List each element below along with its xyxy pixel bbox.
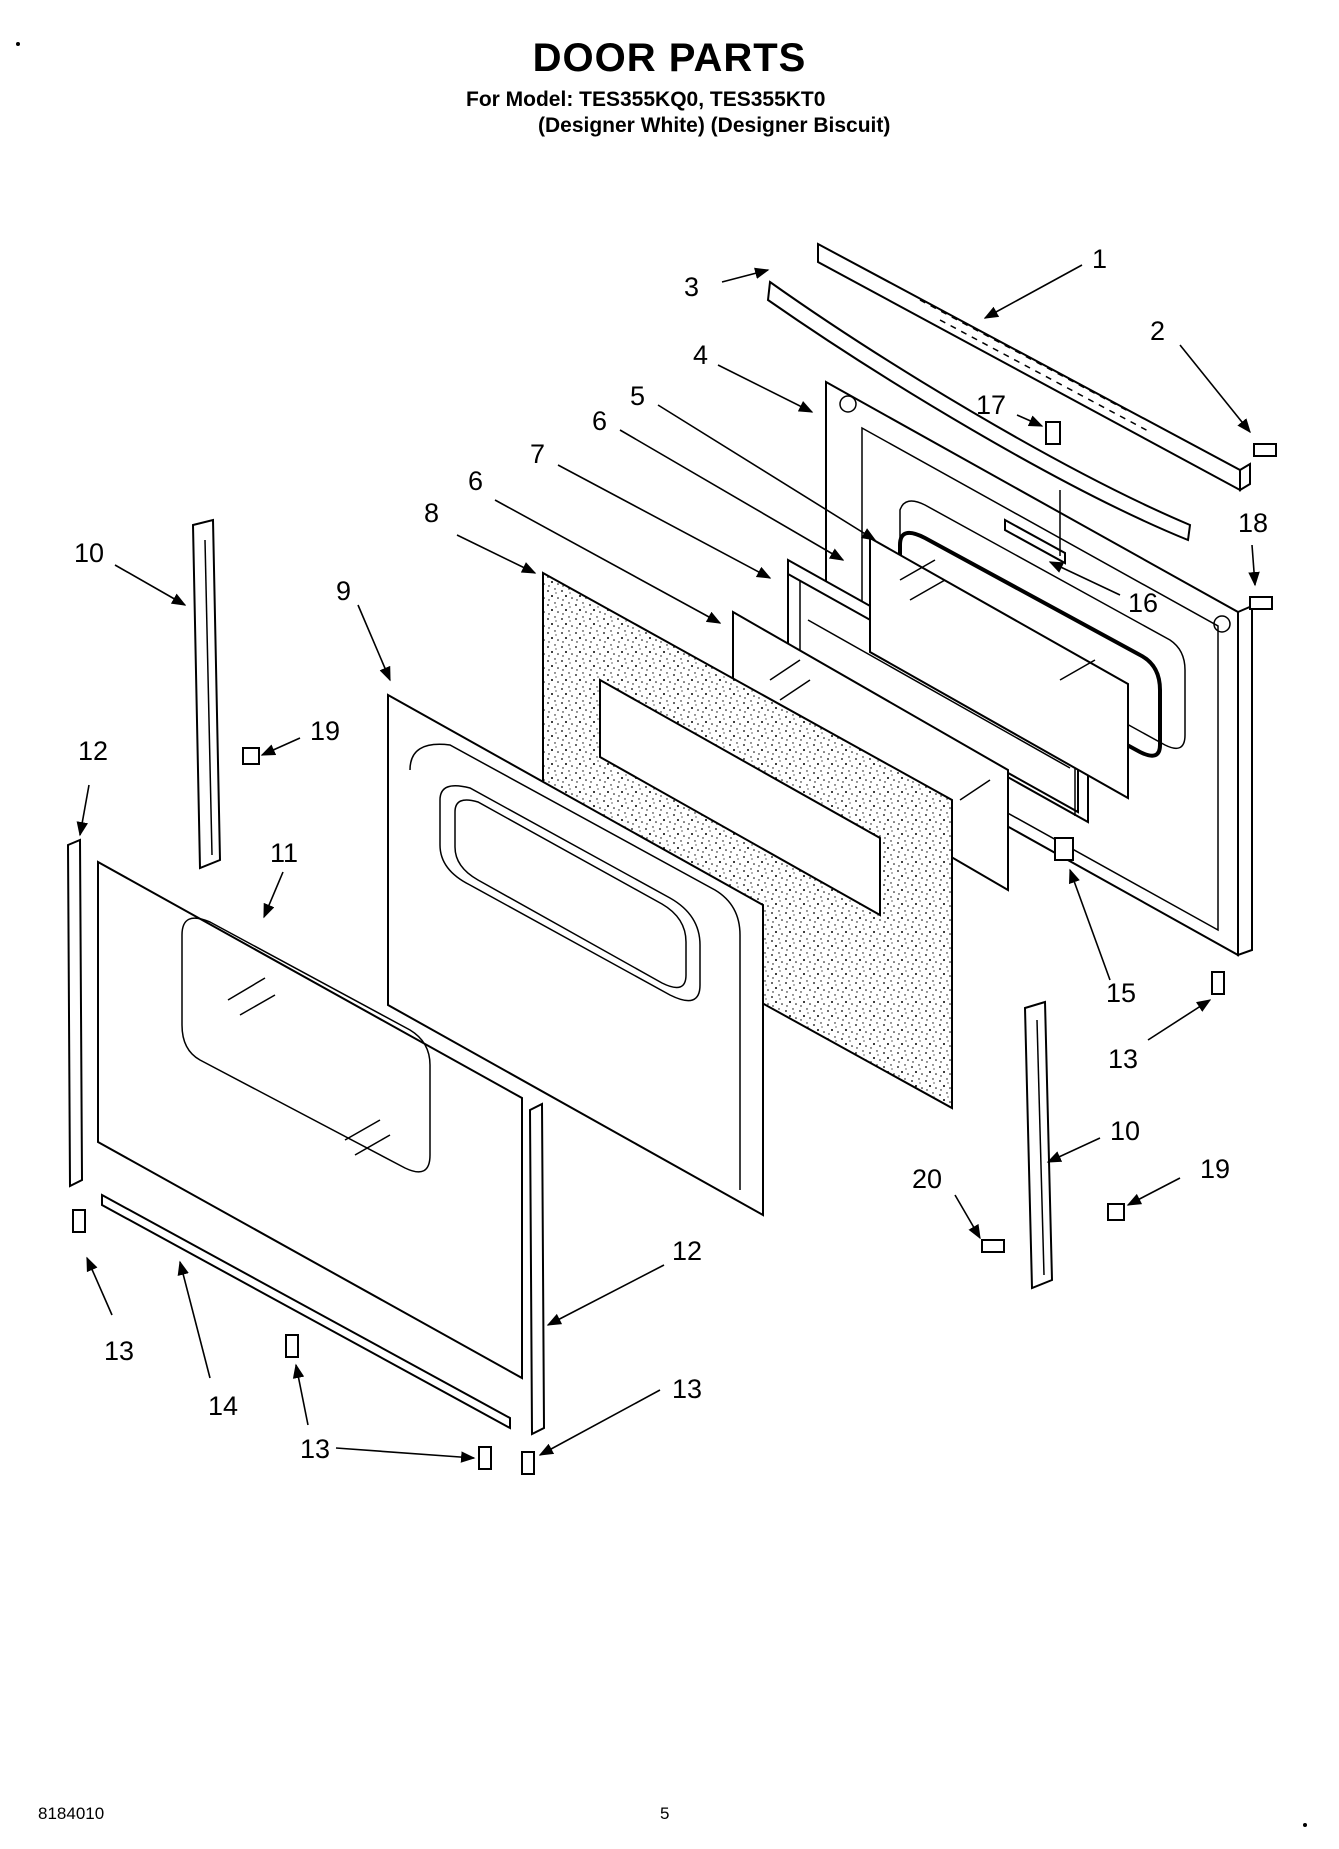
callout-17: 17 bbox=[976, 390, 1006, 420]
part-9-liner bbox=[387, 693, 764, 1217]
model-line: For Model: TES355KQ0, TES355KT0 bbox=[466, 88, 826, 111]
callout-13: 13 bbox=[300, 1434, 330, 1464]
part-13-screw bbox=[478, 1446, 492, 1470]
callout-10: 10 bbox=[74, 538, 104, 568]
callout-9: 9 bbox=[336, 576, 351, 606]
callout-4: 4 bbox=[693, 340, 708, 370]
part-14-bottom-trim bbox=[101, 1193, 511, 1430]
scan-speck bbox=[16, 42, 20, 46]
part-16-bracket bbox=[1004, 490, 1066, 565]
callout-12: 12 bbox=[672, 1236, 702, 1266]
callout-6: 6 bbox=[468, 466, 483, 496]
part-10-side-bracket-left bbox=[191, 518, 222, 870]
callout-5: 5 bbox=[630, 381, 645, 411]
callout-8: 8 bbox=[424, 498, 439, 528]
page-title: DOOR PARTS bbox=[532, 36, 807, 80]
part-11-outer-door bbox=[97, 860, 523, 1380]
part-13-screw bbox=[72, 1209, 86, 1233]
callout-13: 13 bbox=[104, 1336, 134, 1366]
callout-2: 2 bbox=[1150, 316, 1165, 346]
callout-7: 7 bbox=[530, 439, 545, 469]
callout-11: 11 bbox=[270, 838, 298, 868]
part-8-insulation bbox=[542, 571, 953, 1110]
callout-18: 18 bbox=[1238, 508, 1268, 538]
callout-19: 19 bbox=[1200, 1154, 1230, 1184]
part-6-glass-upper bbox=[869, 536, 1129, 800]
callout-19: 19 bbox=[310, 716, 340, 746]
part-19-clip-right bbox=[1107, 1203, 1125, 1221]
callout-13: 13 bbox=[1108, 1044, 1138, 1074]
part-2-screw bbox=[1253, 443, 1277, 457]
leader-lines bbox=[76, 264, 1260, 1463]
callout-12: 12 bbox=[78, 736, 108, 766]
part-12-side-trim-right bbox=[528, 1102, 546, 1436]
part-10-side-bracket-right bbox=[1023, 1000, 1054, 1290]
part-1-top-trim bbox=[817, 242, 1251, 492]
part-12-side-trim-left bbox=[66, 838, 84, 1188]
callout-15: 15 bbox=[1106, 978, 1136, 1008]
part-18-screw bbox=[1249, 596, 1273, 610]
callout-3: 3 bbox=[684, 272, 699, 302]
callout-14: 14 bbox=[208, 1391, 238, 1421]
variant-line: (Designer White) (Designer Biscuit) bbox=[538, 114, 891, 137]
scan-speck bbox=[1303, 1823, 1307, 1827]
part-17-screw bbox=[1045, 421, 1061, 445]
part-15-clip bbox=[1054, 837, 1074, 861]
part-13-screw bbox=[285, 1334, 299, 1358]
part-20-screw bbox=[981, 1239, 1005, 1253]
part-3-handle-trim bbox=[766, 280, 1192, 542]
callout-20: 20 bbox=[912, 1164, 942, 1194]
callout-13: 13 bbox=[672, 1374, 702, 1404]
callout-6: 6 bbox=[592, 406, 607, 436]
callout-1: 1 bbox=[1092, 244, 1107, 274]
document-number: 8184010 bbox=[38, 1804, 105, 1823]
callout-16: 16 bbox=[1128, 588, 1158, 618]
part-13-screw bbox=[521, 1451, 535, 1475]
part-13-screw bbox=[1211, 971, 1225, 995]
page-number: 5 bbox=[660, 1804, 670, 1823]
callout-10: 10 bbox=[1110, 1116, 1140, 1146]
part-19-clip-left bbox=[242, 747, 260, 765]
